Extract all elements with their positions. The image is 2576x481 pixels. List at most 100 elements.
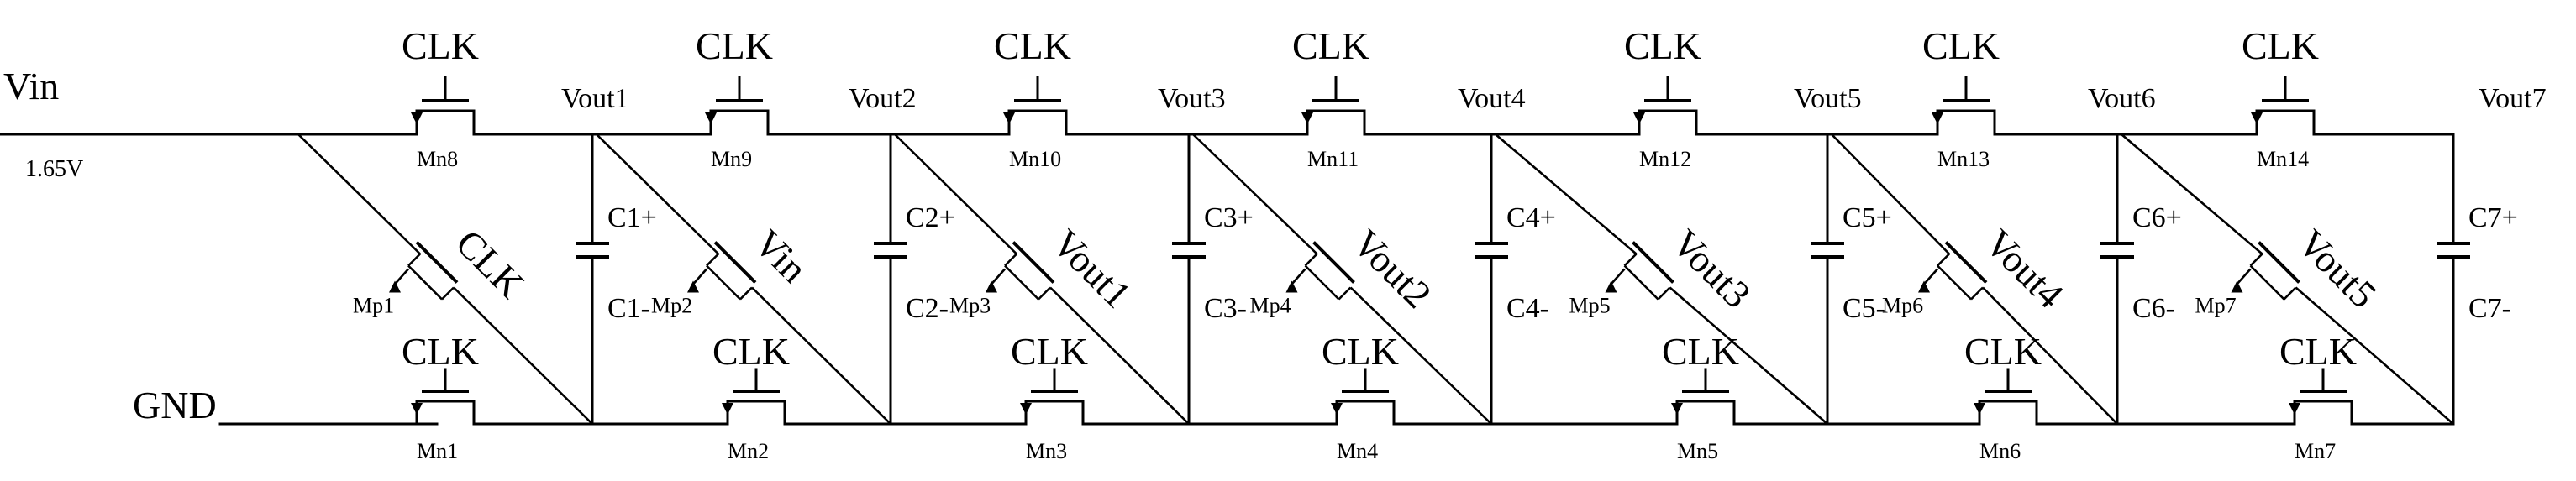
pmos-drain-stub: [1038, 286, 1051, 301]
pmos-gate: [1312, 241, 1355, 284]
output-label: Vout5: [1794, 83, 1862, 114]
nmos-top-arrow: [2251, 112, 2263, 124]
pmos-arrow-lead: [1610, 268, 1626, 285]
top-switch-label: Mn8: [417, 147, 458, 171]
pmos-diagonal-lower: [1349, 286, 1492, 425]
nmos-top-arrow: [705, 112, 717, 124]
cap-plus-label: C7+: [2468, 202, 2518, 233]
vin-label: Vin: [3, 65, 59, 107]
output-label: Vout4: [1458, 83, 1526, 114]
pmos-gate-label: Vout2: [1344, 222, 1439, 316]
pmos-drain-stub: [1657, 286, 1671, 301]
cap-plus-label: C3+: [1204, 202, 1254, 233]
cap-plus-label: C2+: [906, 202, 955, 233]
pmos-channel: [1304, 264, 1340, 301]
pmos-drain-stub: [739, 286, 753, 301]
pmos-channel: [1937, 264, 1972, 301]
top-switch-label: Mn9: [711, 147, 752, 171]
stage-5: [1490, 76, 1844, 426]
output-label: Vout7: [2479, 83, 2547, 114]
pmos-source-stub: [407, 253, 421, 267]
pmos-diagonal-upper: [894, 133, 1017, 255]
bottom-switch-label: Mn4: [1337, 439, 1378, 463]
clk-label: CLK: [2279, 330, 2357, 373]
nmos-bottom-arrow: [1671, 403, 1683, 415]
pmos-diagonal-upper: [596, 133, 719, 255]
pmos-diagonal-upper: [297, 133, 421, 255]
stage-6: [1826, 76, 2134, 426]
output-label: Vout2: [849, 83, 917, 114]
nmos-bottom-arrow: [2289, 403, 2300, 415]
cap-minus-label: C6-: [2132, 293, 2175, 324]
top-switch-label: Mn14: [2257, 147, 2309, 171]
pmos-arrow-lead: [394, 268, 409, 285]
pmos-gate-label: Vout4: [1977, 222, 2072, 316]
clk-label: CLK: [1292, 24, 1369, 67]
cap-plus-label: C5+: [1843, 202, 1892, 233]
pmos-label: Mp1: [353, 294, 394, 318]
pmos-arrow-lead: [2236, 268, 2252, 285]
bottom-switch-label: Mn5: [1677, 439, 1718, 463]
pmos-diagonal-upper: [1495, 133, 1638, 255]
pmos-gate: [2258, 241, 2300, 284]
pmos-gate-label: Vout1: [1044, 222, 1139, 316]
pmos-gate: [1944, 241, 1988, 284]
top-switch-label: Mn12: [1639, 147, 1691, 171]
pmos-drain-stub: [2283, 286, 2297, 301]
pmos-gate: [713, 241, 757, 284]
nmos-bottom-arrow: [1974, 403, 1985, 415]
clk-label: CLK: [402, 330, 479, 373]
bottom-switch-label: Mn7: [2295, 439, 2336, 463]
pmos-channel: [1623, 264, 1659, 301]
nmos-bottom-arrow: [1331, 403, 1343, 415]
pmos-gate-label: Vout5: [2289, 222, 2384, 316]
pmos-diagonal-lower: [453, 286, 593, 425]
clk-label: CLK: [1011, 330, 1088, 373]
pmos-diagonal-upper: [1831, 133, 1950, 255]
stage-4: [1187, 76, 1508, 426]
stage-7: [2116, 76, 2470, 426]
clk-label: CLK: [712, 330, 790, 373]
pmos-diagonal-lower: [1982, 286, 2118, 425]
nmos-top-arrow: [411, 112, 423, 124]
top-switch-label: Mn13: [1937, 147, 1990, 171]
nmos-top-arrow: [1932, 112, 1943, 124]
pmos-diagonal-lower: [751, 286, 891, 425]
cap-minus-label: C4-: [1506, 293, 1549, 324]
clk-label: CLK: [994, 24, 1071, 67]
pmos-arrow-lead: [991, 268, 1006, 285]
bottom-switch-label: Mn6: [1979, 439, 2021, 463]
pmos-arrow: [1605, 280, 1617, 293]
pmos-channel: [1004, 264, 1039, 301]
pmos-arrow: [687, 280, 699, 293]
cap-plus-label: C1+: [607, 202, 657, 233]
pmos-source-stub: [1304, 253, 1318, 267]
clk-label: CLK: [1624, 24, 1701, 67]
nmos-top-arrow: [1003, 112, 1015, 124]
clk-label: CLK: [1322, 330, 1399, 373]
cap-minus-label: C1-: [607, 293, 650, 324]
cap-minus-label: C3-: [1204, 293, 1247, 324]
cap-plus-label: C6+: [2132, 202, 2182, 233]
pmos-label: Mp3: [949, 294, 991, 318]
output-label: Vout3: [1158, 83, 1226, 114]
stage-3: [889, 76, 1206, 426]
pmos-source-stub: [2249, 253, 2263, 267]
pmos-gate: [415, 241, 459, 284]
clk-label: CLK: [1964, 330, 2042, 373]
top-switch-label: Mn11: [1307, 147, 1359, 171]
nmos-bottom-arrow: [411, 403, 423, 415]
pmos-label: Mp6: [1882, 294, 1923, 318]
pmos-diagonal-lower: [1669, 286, 1828, 425]
pmos-diagonal-upper: [2121, 133, 2263, 255]
cap-minus-label: C5-: [1843, 293, 1885, 324]
pmos-arrow: [986, 280, 997, 293]
pmos-arrow-lead: [692, 268, 707, 285]
pmos-arrow-lead: [1291, 268, 1306, 285]
pmos-diagonal-upper: [1192, 133, 1318, 255]
rails: [0, 133, 439, 426]
pmos-label: Mp2: [651, 294, 692, 318]
nmos-top-arrow: [1633, 112, 1645, 124]
clk-label: CLK: [696, 24, 773, 67]
